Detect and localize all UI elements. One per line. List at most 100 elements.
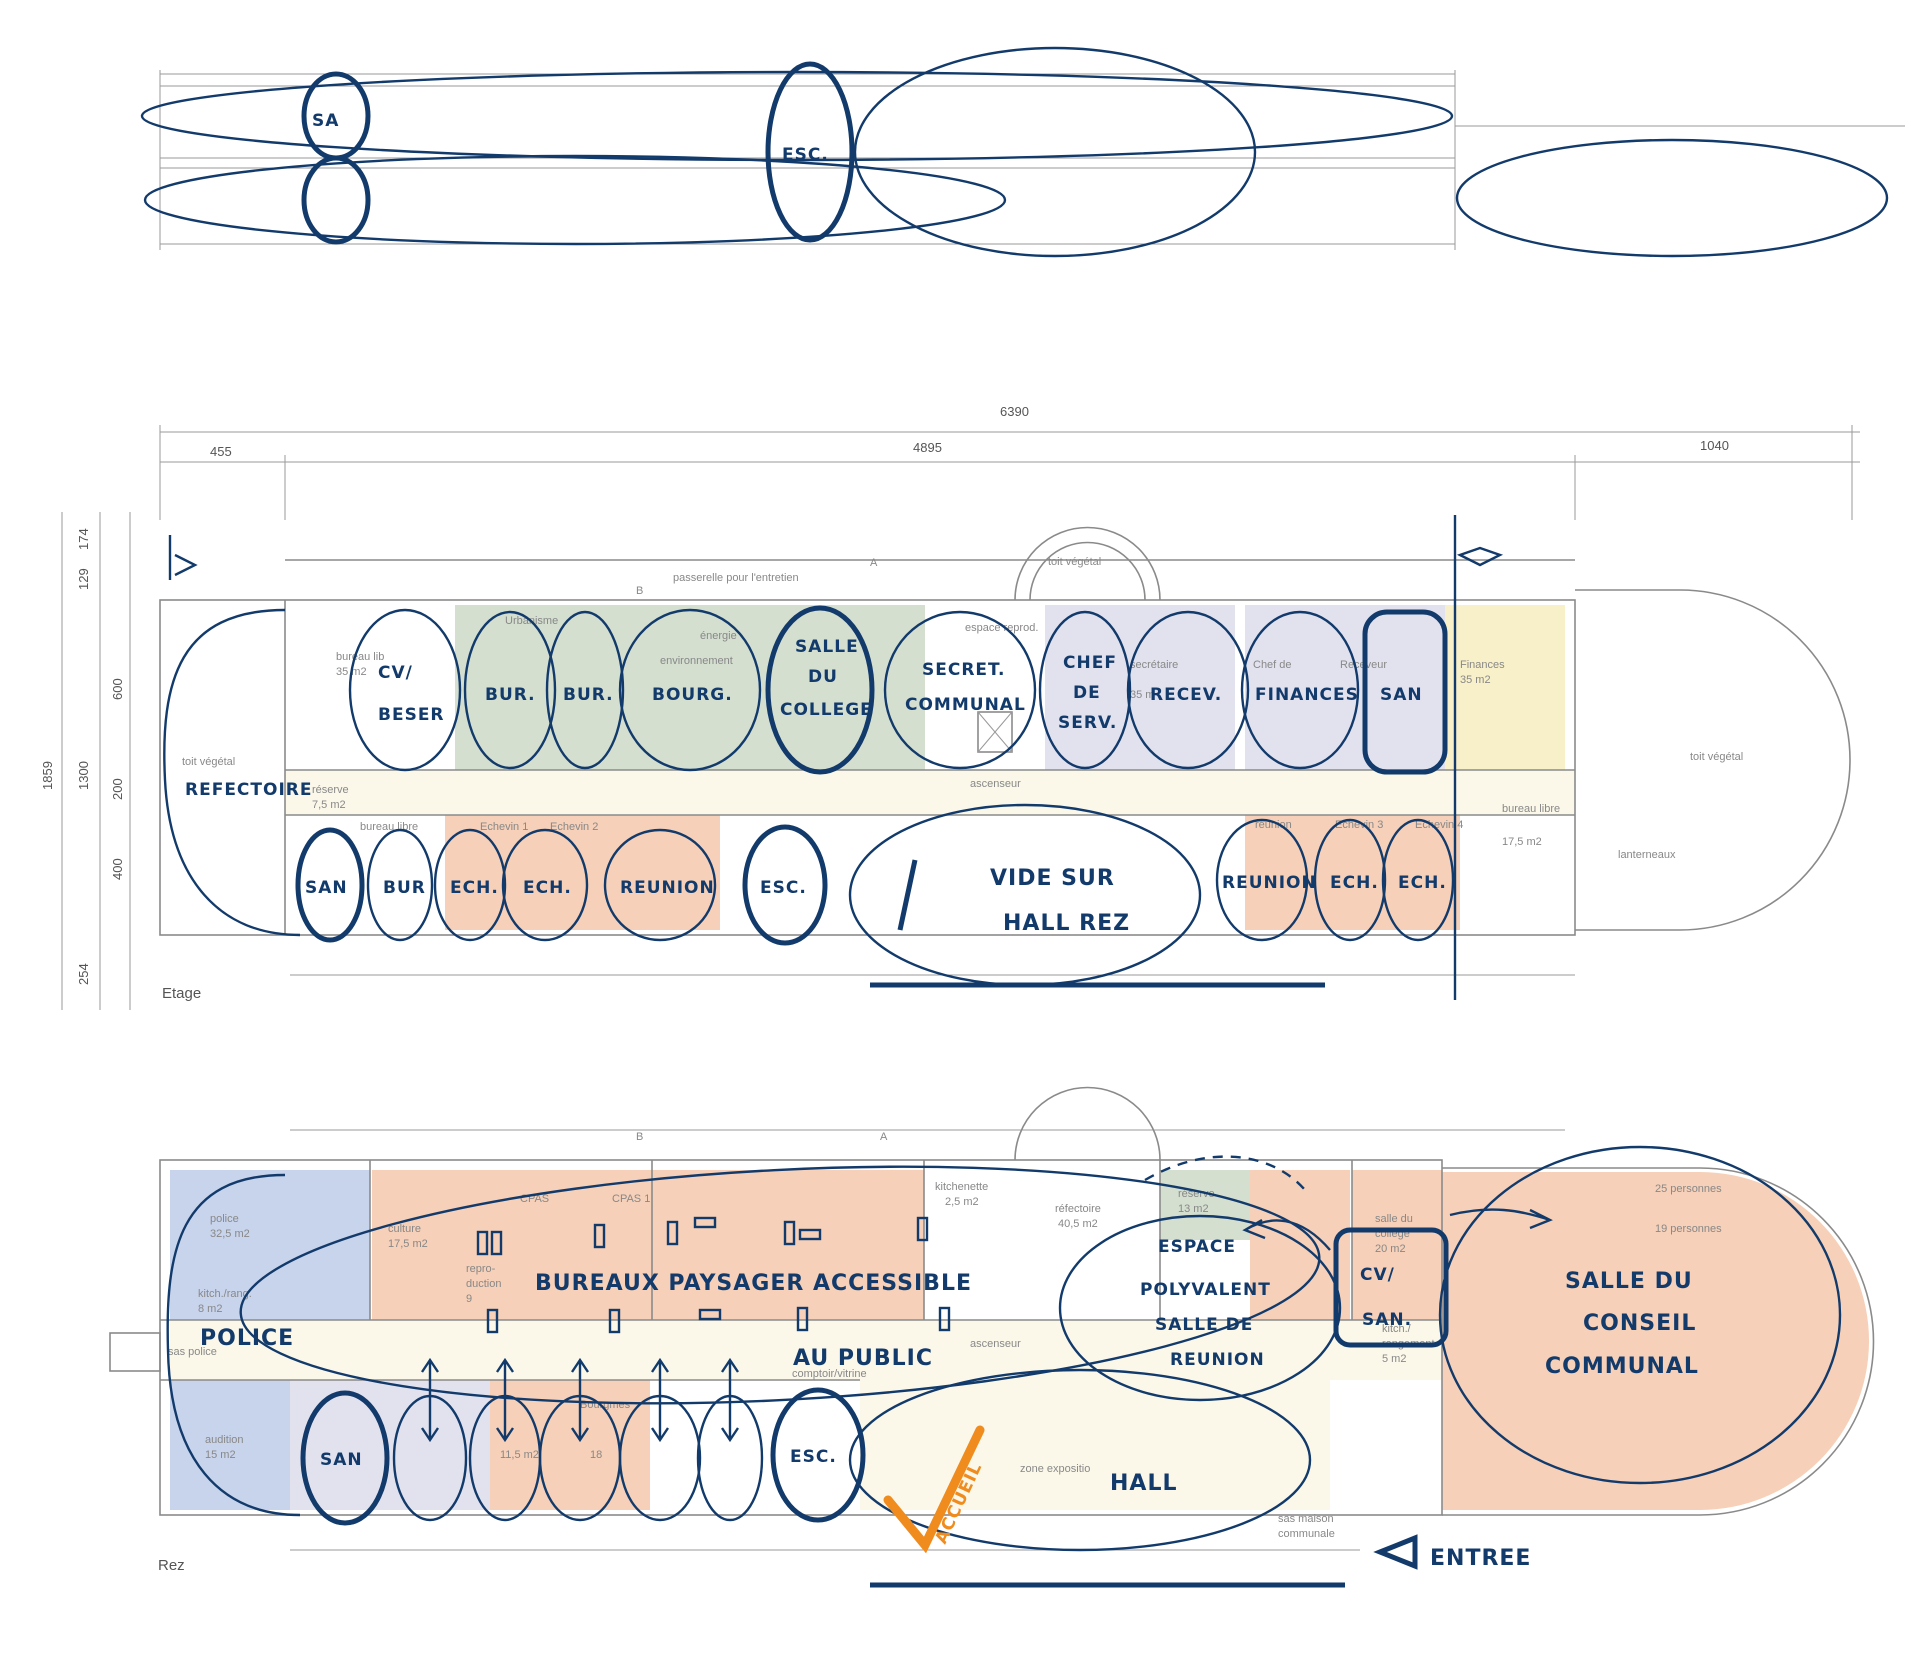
sketch-san-rez: SAN. bbox=[1362, 1310, 1412, 1330]
dimension-middle: 4895 bbox=[913, 440, 942, 455]
ascenseur-label: ascenseur bbox=[970, 778, 1021, 790]
sketch-police: POLICE bbox=[200, 1326, 294, 1351]
sas-police-print: sas police bbox=[168, 1346, 217, 1358]
zone-salmon-2 bbox=[1245, 815, 1460, 930]
sketch-oval-bourg bbox=[618, 608, 762, 772]
area-18: 18 bbox=[590, 1449, 602, 1461]
audition-print: audition bbox=[205, 1434, 244, 1446]
espace-reprod-label: espace reprod. bbox=[965, 622, 1038, 634]
repro-1: repro- bbox=[466, 1263, 496, 1275]
sketch-oval-bur bbox=[366, 828, 434, 942]
refectoire-print: réfectoire bbox=[1055, 1203, 1101, 1215]
elevator-cross bbox=[977, 711, 1013, 753]
sketch-oval-reunion bbox=[603, 828, 717, 942]
concept-san-oval-2 bbox=[301, 155, 371, 245]
reserve-area: 13 m2 bbox=[1178, 1203, 1209, 1215]
zone-lilac bbox=[1045, 605, 1235, 770]
kitchenette-area: 2,5 m2 bbox=[945, 1196, 979, 1208]
secretaire-area: 35 m bbox=[1130, 689, 1154, 701]
environnement-label: environnement bbox=[660, 655, 733, 667]
cpas-1-print: CPAS 1 bbox=[612, 1193, 650, 1205]
bureau-libre-label: bureau libre bbox=[1502, 803, 1560, 815]
sketch-vide-2: HALL REZ bbox=[1003, 911, 1130, 936]
sketch-refectoire: REFECTOIRE bbox=[185, 780, 312, 800]
zone-yellow bbox=[1445, 605, 1565, 770]
green-roof-apse bbox=[1575, 589, 1851, 931]
sketch-oval-refectoire bbox=[163, 608, 301, 937]
sketch-secret-2: COMMUNAL bbox=[905, 695, 1026, 715]
sketch-ech-2: ECH. bbox=[523, 878, 572, 898]
zone-corridor bbox=[285, 770, 1575, 815]
sketch-salle-conseil-3: COMMUNAL bbox=[1545, 1354, 1699, 1379]
concept-oval-middle bbox=[853, 46, 1257, 258]
area-115: 11,5 m2 bbox=[500, 1449, 539, 1461]
desk-mark bbox=[698, 1308, 722, 1321]
elevator-shaft bbox=[977, 711, 1013, 753]
sketch-updown-arrow bbox=[421, 1357, 439, 1443]
sketch-bourg: BOURG. bbox=[652, 685, 733, 705]
passerelle-label: passerelle pour l'entretien bbox=[673, 572, 799, 584]
sketch-cv-rez: CV/ bbox=[1360, 1265, 1395, 1285]
reserve-area: 7,5 m2 bbox=[312, 799, 346, 811]
sketch-cv: CV/ bbox=[378, 663, 413, 683]
desk-mark bbox=[608, 1308, 621, 1334]
sketch-bureaux-oval bbox=[239, 1165, 1321, 1405]
rez-plan: police 32,5 m2 culture 17,5 m2 CPAS CPAS… bbox=[109, 1086, 1875, 1588]
green-roof-dome bbox=[1014, 526, 1161, 601]
desk-mark bbox=[798, 1228, 822, 1241]
refectoire-dome bbox=[1014, 1086, 1161, 1161]
sketch-oval-bur-2 bbox=[545, 610, 625, 770]
sketch-finances: FINANCES bbox=[1255, 685, 1359, 705]
sketch-espace-2: POLYVALENT bbox=[1140, 1280, 1271, 1300]
sketch-san-top bbox=[1362, 609, 1448, 775]
rez-section-a: A bbox=[880, 1131, 888, 1143]
sketch-oval-ech-3 bbox=[1313, 818, 1387, 942]
dimension-total: 6390 bbox=[1000, 404, 1029, 419]
echevin-3-label: Echevin 3 bbox=[1335, 819, 1383, 831]
personnes-25: 25 personnes bbox=[1655, 1183, 1722, 1195]
sketch-bur-1: BUR. bbox=[485, 685, 536, 705]
kitch-2-area: 5 m2 bbox=[1382, 1353, 1406, 1365]
dimension-174: 174 bbox=[76, 528, 91, 550]
sketch-salle-3: COLLEGE bbox=[780, 700, 873, 720]
toit-vegetal-right: toit végétal bbox=[1690, 751, 1743, 763]
sketch-oval-cv bbox=[348, 608, 462, 772]
zone-hall bbox=[860, 1380, 1330, 1510]
sketch-san-bottom-label: SAN bbox=[305, 878, 348, 898]
sketch-oval-esc bbox=[742, 824, 828, 946]
sketch-recev: RECEV. bbox=[1150, 685, 1222, 705]
sketch-esc-oval-rez bbox=[770, 1387, 866, 1523]
desk-mark bbox=[693, 1216, 717, 1229]
culture-area: 17,5 m2 bbox=[388, 1238, 428, 1250]
audition-area: 15 m2 bbox=[205, 1449, 236, 1461]
kitchenette-print: kitchenette bbox=[935, 1181, 988, 1193]
sketch-au-public: AU PUBLIC bbox=[793, 1346, 933, 1371]
sketch-reunion: REUNION bbox=[620, 878, 715, 898]
culture-print: culture bbox=[388, 1223, 421, 1235]
etage-label: Etage bbox=[162, 985, 201, 1002]
sketch-san-oval-rez bbox=[300, 1390, 390, 1526]
toit-vegetal-left: toit végétal bbox=[182, 756, 235, 768]
sketch-oval-finances bbox=[1240, 610, 1360, 770]
concept-esc-label: ESC. bbox=[782, 145, 829, 165]
sketch-ech-4: ECH. bbox=[1398, 873, 1447, 893]
desk-mark bbox=[593, 1223, 606, 1249]
college-print: salle du bbox=[1375, 1213, 1413, 1225]
sketch-oval-salle-college bbox=[765, 605, 875, 775]
sketch-esc: ESC. bbox=[760, 878, 807, 898]
zone-conseil bbox=[1442, 1172, 1869, 1510]
sketch-oval-ech-1 bbox=[433, 828, 507, 942]
sketch-oval-bur-1 bbox=[463, 610, 557, 770]
kitch-2-print: kitch./ bbox=[1382, 1323, 1412, 1335]
sketch-oval-chef bbox=[1038, 610, 1132, 770]
bureau-libre-area: 17,5 m2 bbox=[1502, 836, 1542, 848]
sketch-hall: HALL bbox=[1110, 1471, 1177, 1496]
sketch-oval-ech-2 bbox=[501, 828, 589, 942]
zone-college-2 bbox=[1352, 1170, 1442, 1320]
sketch-hall-oval bbox=[848, 1368, 1312, 1552]
sketch-bureaux: BUREAUX PAYSAGER ACCESSIBLE bbox=[535, 1271, 972, 1296]
sketch-oval-reunion-2 bbox=[1215, 818, 1309, 942]
sketch-chef-3: SERV. bbox=[1058, 713, 1117, 733]
zone-green bbox=[455, 605, 815, 770]
repro-3: 9 bbox=[466, 1293, 472, 1305]
